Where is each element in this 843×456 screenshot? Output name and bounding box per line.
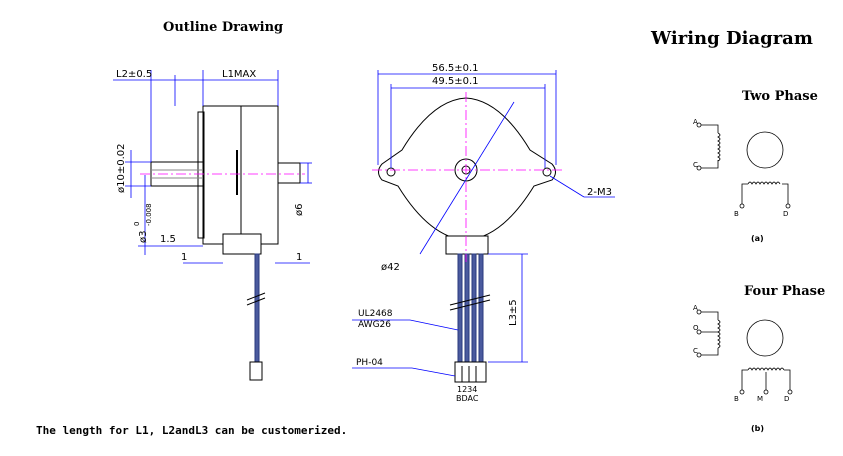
wire-b-label: B (734, 210, 739, 218)
dim-dia-6: ø6 (294, 204, 305, 216)
wire4-a-label: A (693, 304, 698, 312)
wire4-d-label: D (784, 395, 789, 403)
wiring-two-phase (696, 122, 791, 209)
dim-shaft-small-tol-lower: -0.008 (145, 203, 153, 226)
dim-l3: L3±5 (508, 299, 519, 326)
dim-screws: 2-M3 (587, 187, 612, 198)
dim-width-outer: 56.5±0.1 (432, 63, 479, 74)
wire4-o-label: O (693, 324, 699, 332)
dim-1-5: 1.5 (160, 234, 176, 245)
side-view-dimensions (113, 70, 312, 264)
wire4-c-label: C (693, 347, 698, 355)
dim-shaft-small: ø3 (138, 231, 149, 243)
wire-type-label: UL2468 (358, 309, 393, 319)
dim-1-left: 1 (181, 252, 187, 263)
two-phase-title: Two Phase (742, 89, 818, 104)
caption-b: (b) (751, 424, 764, 433)
caption-a: (a) (751, 234, 764, 243)
wire-c-label: C (693, 161, 698, 169)
pin-letters: BDAC (456, 394, 479, 403)
wiring-four-phase (696, 309, 793, 395)
connector-label: PH-04 (356, 358, 383, 368)
wiring-diagram-title: Wiring Diagram (651, 28, 813, 49)
front-view (378, 97, 556, 383)
wire4-m-label: M (757, 395, 763, 403)
wire4-b-label: B (734, 395, 739, 403)
dim-dia-42: ø42 (381, 262, 400, 273)
dim-width-inner: 49.5±0.1 (432, 76, 479, 87)
dim-shaft-dia: ø10±0.02 (116, 144, 127, 194)
dim-l1: L1MAX (222, 69, 256, 80)
dim-1-right: 1 (296, 252, 302, 263)
side-view (150, 105, 301, 381)
outline-drawing-title: Outline Drawing (163, 20, 284, 35)
front-centerlines (372, 92, 562, 262)
pin-numbers: 1234 (457, 385, 477, 394)
dim-shaft-small-tol-upper: 0 (133, 222, 141, 226)
dim-l2: L2±0.5 (116, 69, 152, 80)
four-phase-title: Four Phase (744, 284, 826, 299)
wire-d-label: D (783, 210, 788, 218)
wire-a-label: A (693, 118, 698, 126)
footer-note: The length for L1, L2andL3 can be custom… (36, 424, 348, 437)
front-dimensions (352, 70, 615, 377)
wire-gauge-label: AWG26 (358, 320, 391, 330)
